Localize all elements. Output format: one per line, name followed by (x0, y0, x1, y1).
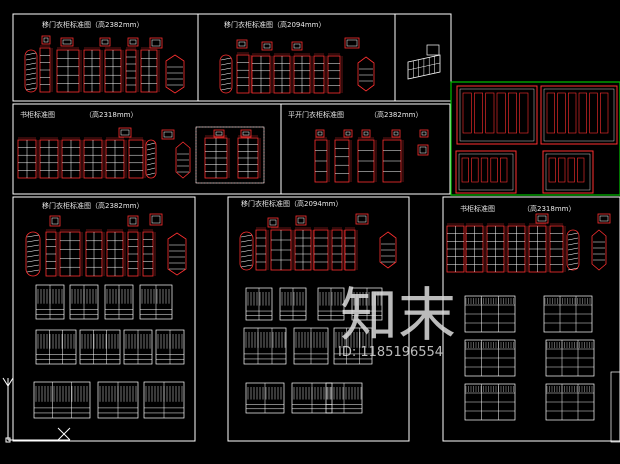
title-bookcase-top-height: （高2318mm） (85, 110, 137, 119)
sliding-wardrobe-2094-top-elevations (219, 37, 375, 94)
wardrobe-3d-sketch (407, 44, 441, 80)
panel-bookcase-bottom (442, 196, 620, 442)
title-bookcase-bottom-height: （高2318mm） (523, 204, 575, 213)
title-sliding-2094-top: 移门衣柜标准图（高2094mm） (224, 20, 325, 29)
watermark-logo: 知末 (340, 281, 456, 349)
panel-sliding-wardrobe-2094-bottom (227, 196, 410, 442)
bookcase-top-elevations (17, 126, 265, 184)
title-hinged-wardrobe-height: （高2382mm） (370, 110, 422, 119)
title-sliding-2094-bottom: 移门衣柜标准图（高2094mm） (241, 199, 342, 208)
panel-hinged-wardrobe (280, 103, 451, 195)
bookcase-bottom-elevations (446, 213, 620, 443)
title-sliding-2382-bottom: 移门衣柜标准图（高2382mm） (42, 201, 143, 210)
sliding-wardrobe-2382-bottom-elevations (25, 213, 187, 419)
title-bookcase-bottom: 书柜标准图 (460, 204, 495, 213)
panel-3d-view (394, 13, 452, 102)
ucs-icon (2, 377, 71, 443)
panel-detail-sheets (450, 81, 620, 196)
sliding-wardrobe-2094-bottom-elevations (239, 213, 397, 414)
title-hinged-wardrobe: 平开门衣柜标准图 (288, 110, 344, 119)
title-sliding-2382-top: 移门衣柜标准图（高2382mm） (42, 20, 143, 29)
watermark-id: ID: 1185196554 (338, 345, 443, 360)
title-bookcase-top: 书柜标准图 (20, 110, 55, 119)
panel-sliding-wardrobe-2382-bottom (12, 196, 196, 442)
sliding-wardrobe-2382-top-elevations (24, 35, 185, 94)
hinged-wardrobe-elevations (314, 129, 429, 183)
detail-sheet-group (455, 85, 618, 194)
